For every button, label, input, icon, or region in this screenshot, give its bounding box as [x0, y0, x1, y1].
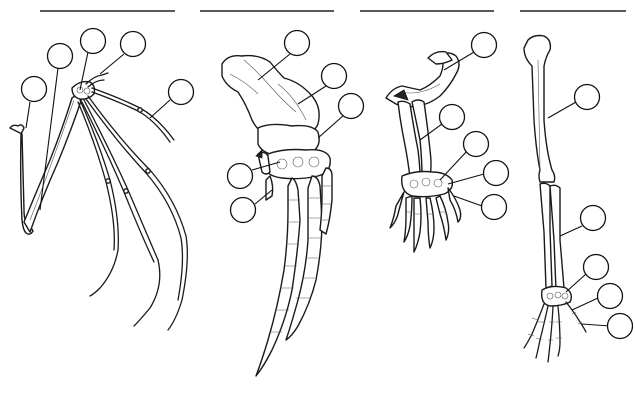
- human-arm-illustration: [524, 36, 586, 363]
- label-circle-bird-4[interactable]: [484, 161, 509, 186]
- label-circle-bat-2[interactable]: [48, 44, 73, 69]
- label-circle-human-3[interactable]: [584, 255, 609, 280]
- label-circle-human-5[interactable]: [608, 314, 633, 339]
- label-circle-mole-4[interactable]: [228, 164, 253, 189]
- label-circle-human-1[interactable]: [575, 85, 600, 110]
- label-circle-mole-2[interactable]: [322, 64, 347, 89]
- label-circle-human-4[interactable]: [598, 284, 623, 309]
- label-circle-mole-1[interactable]: [285, 31, 310, 56]
- label-circle-human-2[interactable]: [581, 206, 606, 231]
- bat-wing-illustration: [10, 73, 187, 330]
- label-circle-bird-5[interactable]: [482, 195, 507, 220]
- mole-digit-1: [256, 178, 300, 376]
- human-humerus: [524, 36, 555, 183]
- label-circle-bat-1[interactable]: [22, 77, 47, 102]
- label-circle-mole-5[interactable]: [231, 198, 256, 223]
- bird-wing-illustration: [386, 52, 461, 252]
- label-circle-bird-1[interactable]: [472, 33, 497, 58]
- label-circle-bat-4[interactable]: [121, 32, 146, 57]
- label-circle-bird-3[interactable]: [464, 132, 489, 157]
- label-circle-bird-2[interactable]: [440, 105, 465, 130]
- mole-digit-3: [320, 168, 332, 234]
- label-circle-mole-3[interactable]: [339, 94, 364, 119]
- label-circle-bat-3[interactable]: [81, 29, 106, 54]
- human-ulna: [540, 183, 552, 288]
- bat-radius: [24, 94, 82, 232]
- label-circle-bat-5[interactable]: [169, 80, 194, 105]
